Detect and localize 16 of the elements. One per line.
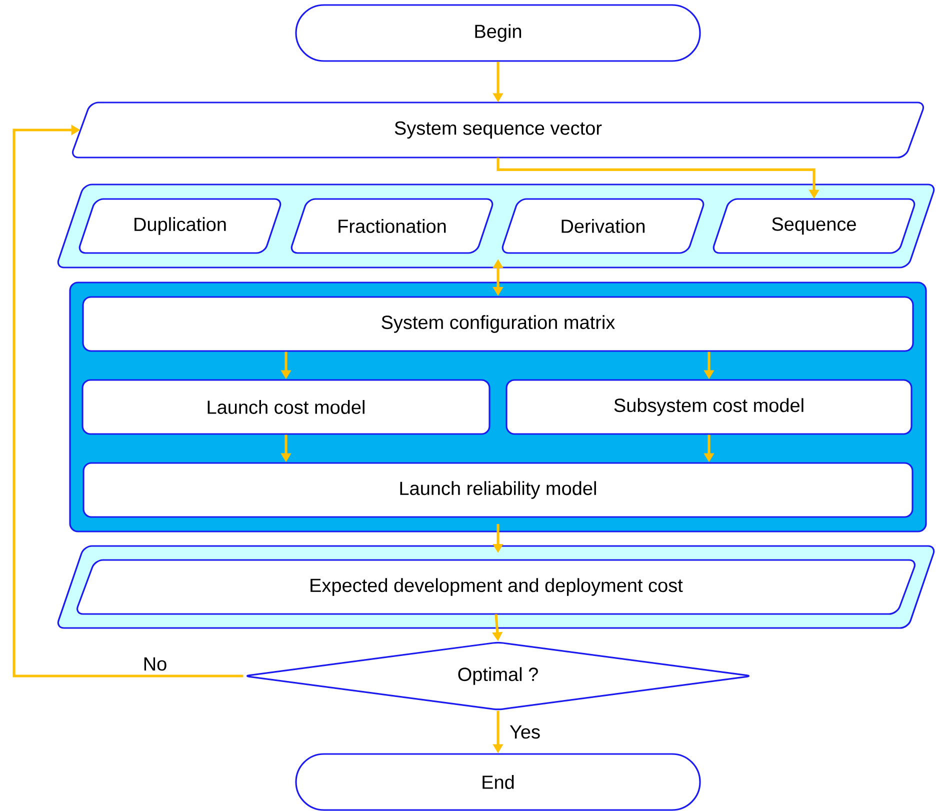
data-box: Sequence xyxy=(712,198,916,254)
arrow xyxy=(12,124,244,678)
process-box: Subsystem cost model xyxy=(506,379,912,435)
data-box: System sequence vector xyxy=(72,102,924,158)
node-label: Expected development and deployment cost xyxy=(310,578,683,596)
data-box: Fractionation xyxy=(290,198,494,254)
terminal-box: End xyxy=(295,753,701,811)
edge-label: No xyxy=(142,656,168,672)
process-box: Launch cost model xyxy=(82,379,490,435)
data-box: Duplication xyxy=(78,198,282,254)
data-box: Derivation xyxy=(502,198,704,254)
process-box: Launch reliability model xyxy=(82,462,914,518)
edge-label: Yes xyxy=(508,724,542,740)
process-box: System configuration matrix xyxy=(82,296,914,352)
data-box: Expected development and deployment cost xyxy=(76,559,916,615)
terminal-box: Begin xyxy=(295,4,701,62)
